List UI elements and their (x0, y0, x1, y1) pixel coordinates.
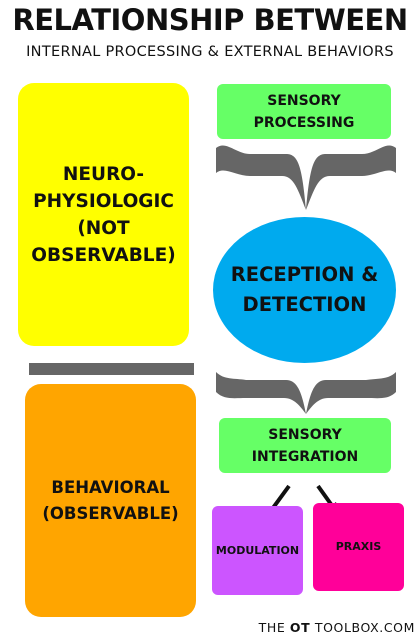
sensory-processing-box: SENSORY PROCESSING (217, 84, 391, 139)
footer-suffix: TOOLBOX.COM (310, 620, 415, 635)
footer-brand: THE OT TOOLBOX.COM (200, 620, 415, 636)
sensory-integration-label: SENSORY INTEGRATION (251, 426, 359, 465)
modulation-box: MODULATION (212, 506, 303, 595)
footer-prefix: THE (258, 620, 290, 635)
modulation-label: MODULATION (215, 543, 300, 557)
diagram-subtitle: INTERNAL PROCESSING & EXTERNAL BEHAVIORS (26, 44, 394, 60)
diagram-title: RELATIONSHIP BETWEEN (12, 3, 408, 37)
divider-bar (29, 363, 194, 375)
top-brace-shape (216, 145, 396, 210)
reception-detection-ellipse: RECEPTION & DETECTION (213, 217, 396, 363)
reception-detection-label: RECEPTION & DETECTION (230, 263, 379, 316)
bottom-brace-shape (216, 372, 396, 414)
sensory-processing-label: SENSORY PROCESSING (253, 92, 355, 131)
bottom-brace (216, 372, 396, 414)
neurophysiologic-label: NEURO- PHYSIOLOGIC (NOT OBSERVABLE) (31, 163, 176, 266)
behavioral-box: BEHAVIORAL (OBSERVABLE) (25, 384, 196, 617)
praxis-box: PRAXIS (313, 503, 404, 591)
neurophysiologic-box: NEURO- PHYSIOLOGIC (NOT OBSERVABLE) (18, 83, 189, 346)
top-brace (216, 145, 396, 210)
footer-brand-ot: OT (289, 620, 311, 635)
behavioral-label: BEHAVIORAL (OBSERVABLE) (42, 477, 179, 523)
praxis-label: PRAXIS (335, 540, 382, 553)
sensory-integration-box: SENSORY INTEGRATION (219, 418, 391, 473)
